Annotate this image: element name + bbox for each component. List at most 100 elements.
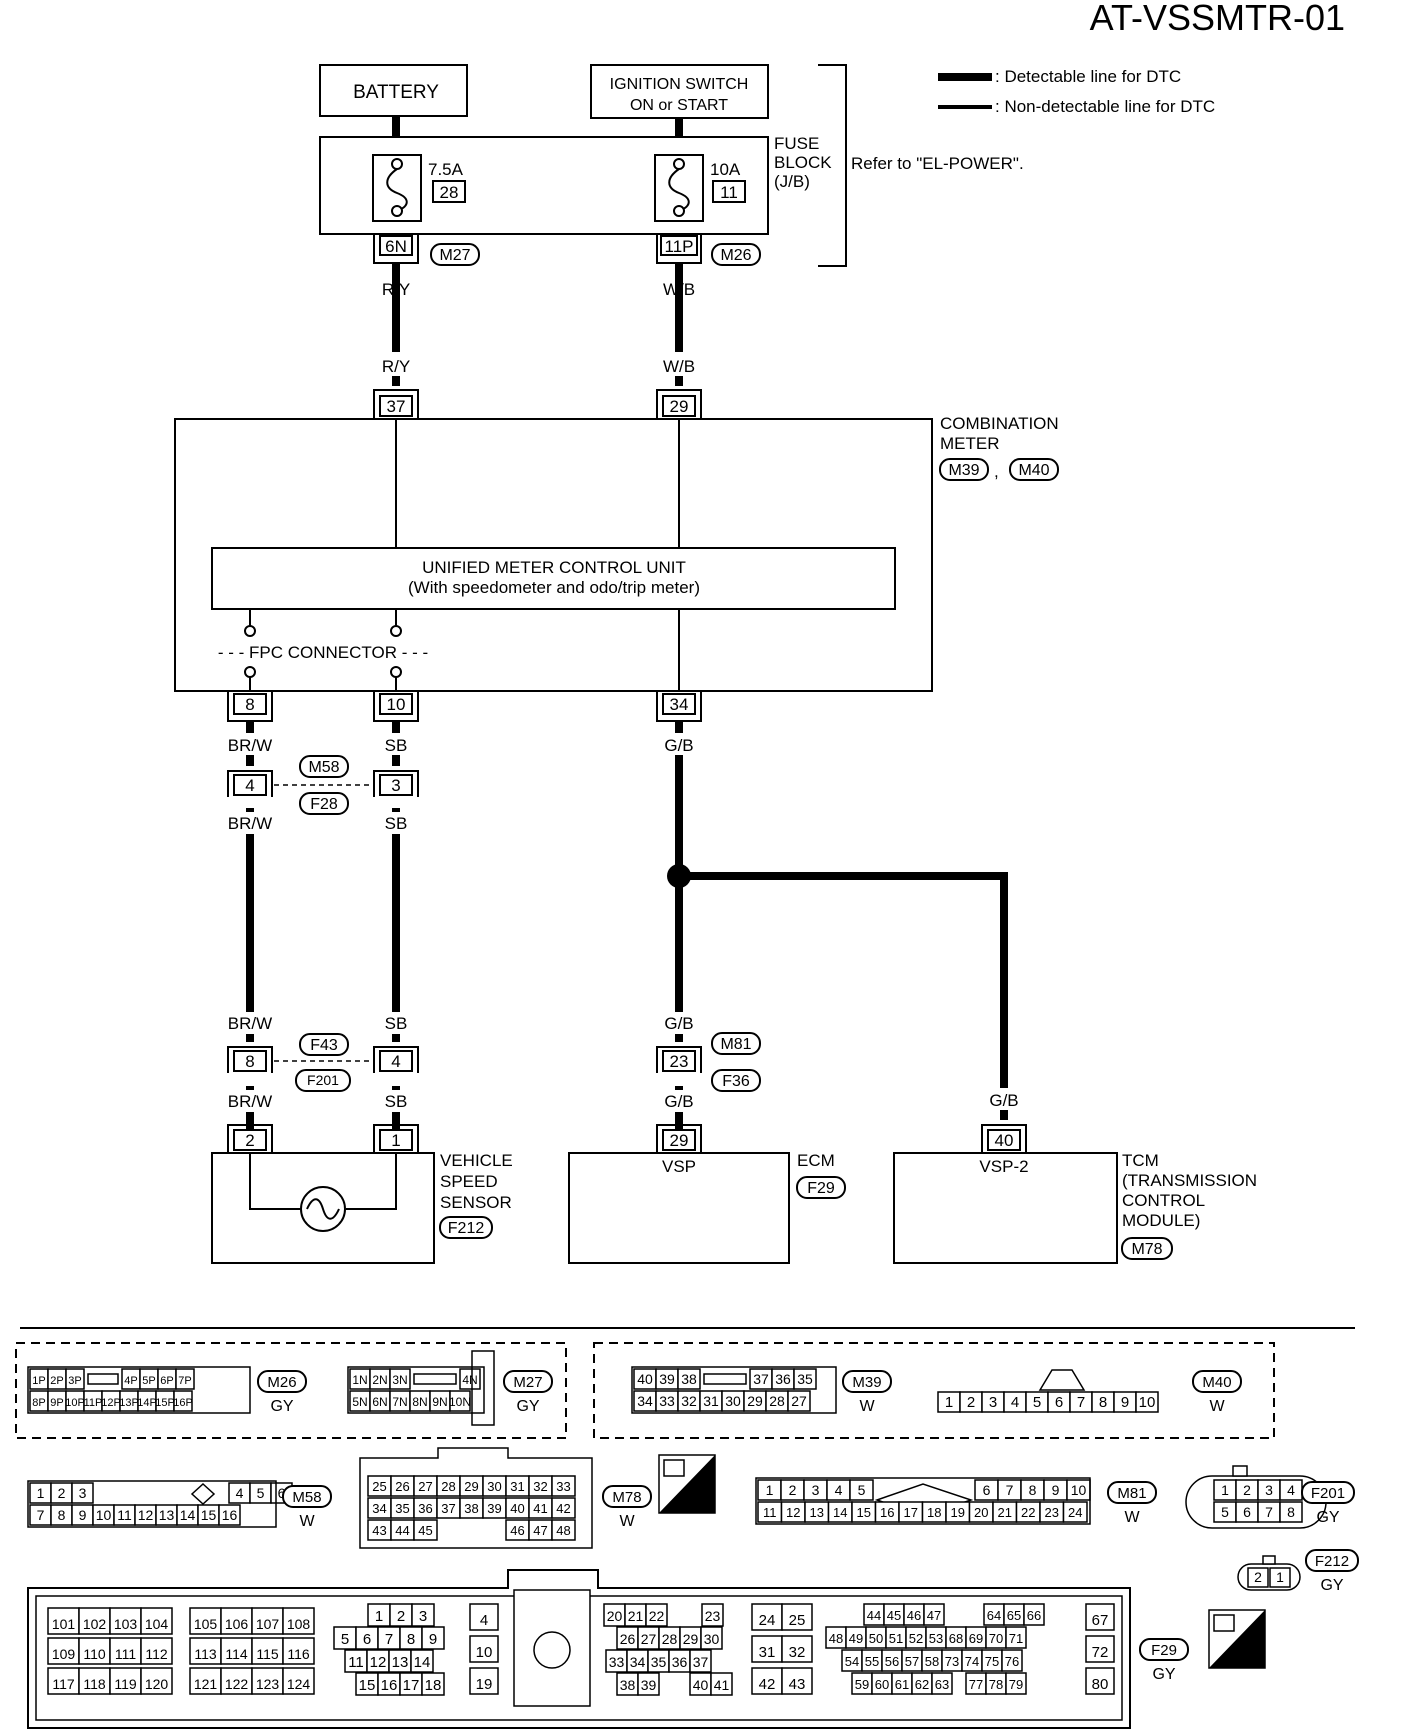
m81-24 bbox=[1062, 1501, 1088, 1523]
m27-10N-label: 10N bbox=[449, 1395, 471, 1409]
svg-text:28: 28 bbox=[440, 183, 459, 202]
m40-10-label: 10 bbox=[1139, 1394, 1156, 1411]
f212-2-label: 2 bbox=[1254, 1569, 1262, 1585]
f29-6-label: 6 bbox=[363, 1631, 371, 1648]
f29-14 bbox=[410, 1649, 434, 1673]
f29-59-label: 59 bbox=[855, 1677, 869, 1692]
m40-key bbox=[1038, 1369, 1086, 1391]
wire-sb-3: SB bbox=[385, 1014, 408, 1033]
junction-pin-4b: 4 bbox=[373, 1046, 419, 1073]
m39-29-label: 29 bbox=[747, 1393, 763, 1409]
f201-1-label: 1 bbox=[1221, 1482, 1229, 1498]
f29-110 bbox=[78, 1637, 111, 1665]
battery-box bbox=[319, 64, 468, 117]
f29-118 bbox=[78, 1667, 111, 1695]
m78-48 bbox=[551, 1519, 576, 1541]
fpc-connector-label: - - - FPC CONNECTOR - - - bbox=[218, 643, 428, 662]
m81-19-label: 19 bbox=[951, 1505, 965, 1520]
f29-53-label: 53 bbox=[929, 1631, 943, 1646]
connector-color-f201: GY bbox=[1316, 1509, 1339, 1526]
f29-64-label: 64 bbox=[987, 1608, 1001, 1623]
m78-28-label: 28 bbox=[441, 1479, 455, 1494]
f29-32-label: 32 bbox=[789, 1644, 806, 1661]
m27-6N-label: 6N bbox=[372, 1395, 387, 1409]
m78-38-label: 38 bbox=[464, 1501, 478, 1516]
m26-2P-label: 2P bbox=[50, 1375, 63, 1387]
connector-color-f29: GY bbox=[1152, 1666, 1175, 1683]
f29-117-label: 117 bbox=[52, 1676, 75, 1692]
f29-51-label: 51 bbox=[889, 1631, 903, 1646]
m27-1N-label: 1N bbox=[352, 1373, 367, 1387]
f29-121-label: 121 bbox=[194, 1676, 218, 1692]
m81-18-label: 18 bbox=[927, 1505, 941, 1520]
f29-19-label: 19 bbox=[476, 1676, 493, 1693]
f29-31 bbox=[751, 1635, 783, 1663]
connector-name-m81: M81 bbox=[1117, 1485, 1146, 1502]
connector-tag-m58: M58 bbox=[299, 755, 349, 778]
tcm-box bbox=[893, 1152, 1118, 1264]
tcm-label-2: (TRANSMISSION bbox=[1122, 1171, 1257, 1190]
m40-9-label: 9 bbox=[1121, 1394, 1129, 1411]
m27-3N-label: 3N bbox=[392, 1373, 407, 1387]
connector-tag-m27: M27 bbox=[430, 243, 480, 266]
svg-text:11P: 11P bbox=[665, 237, 694, 256]
connector-name-m40: M40 bbox=[1202, 1374, 1231, 1391]
legend-non-detectable: : Non-detectable line for DTC bbox=[995, 97, 1215, 116]
f29-45-label: 45 bbox=[887, 1608, 901, 1623]
f29-10 bbox=[469, 1635, 499, 1663]
svg-text:M81: M81 bbox=[720, 1036, 751, 1053]
svg-text:29: 29 bbox=[670, 1131, 689, 1150]
f29-47-label: 47 bbox=[927, 1608, 941, 1623]
f201-8-label: 8 bbox=[1287, 1504, 1295, 1520]
svg-text:29: 29 bbox=[670, 397, 689, 416]
f29-72-label: 72 bbox=[1092, 1644, 1109, 1661]
ignition-switch-label-1: IGNITION SWITCH bbox=[610, 76, 749, 93]
connector-tag-m40: M40 bbox=[1009, 458, 1059, 481]
f29-111-label: 111 bbox=[115, 1646, 136, 1662]
m27-housing bbox=[347, 1366, 485, 1414]
m81-5-label: 5 bbox=[858, 1482, 866, 1498]
m27-latch bbox=[471, 1350, 495, 1426]
m78-27-label: 27 bbox=[418, 1479, 432, 1494]
m26-12P-label: 12P bbox=[101, 1397, 121, 1409]
connector-tag-f201-tag: F201 bbox=[295, 1069, 351, 1092]
m26-3P-label: 3P bbox=[68, 1375, 81, 1387]
f29-housing bbox=[27, 1569, 1131, 1729]
svg-text:23: 23 bbox=[670, 1052, 689, 1071]
f29-108-label: 108 bbox=[287, 1616, 311, 1632]
m81-4-label: 4 bbox=[835, 1482, 843, 1498]
f201-4-label: 4 bbox=[1287, 1482, 1295, 1498]
m58-14-label: 14 bbox=[180, 1507, 196, 1523]
f29-66-label: 66 bbox=[1027, 1608, 1041, 1623]
connector-tag-m39: M39 bbox=[939, 458, 989, 481]
f29-79 bbox=[1005, 1672, 1027, 1695]
f29-80-label: 80 bbox=[1092, 1676, 1109, 1693]
f29-71-label: 71 bbox=[1009, 1631, 1023, 1646]
m26-6P-label: 6P bbox=[160, 1375, 173, 1387]
m58-16-label: 16 bbox=[222, 1507, 238, 1523]
svg-text:M78: M78 bbox=[1131, 1241, 1162, 1258]
connector-name-f212: F212 bbox=[1315, 1553, 1349, 1570]
tcm-pin-40: 40 bbox=[981, 1124, 1027, 1153]
f29-43-label: 43 bbox=[789, 1676, 806, 1693]
f29-43 bbox=[781, 1667, 813, 1695]
svg-text:1: 1 bbox=[391, 1131, 400, 1150]
svg-text:10: 10 bbox=[387, 695, 406, 714]
f29-113-label: 113 bbox=[194, 1646, 217, 1662]
f29-75-label: 75 bbox=[985, 1654, 999, 1669]
f29-39-label: 39 bbox=[641, 1677, 657, 1693]
f29-12-label: 12 bbox=[370, 1654, 387, 1671]
wire-gb-2: G/B bbox=[664, 1014, 693, 1033]
tcm-label-1: TCM bbox=[1122, 1151, 1159, 1170]
m26-14P-label: 14P bbox=[137, 1397, 157, 1409]
f29-37-label: 37 bbox=[693, 1654, 709, 1670]
f29-5-label: 5 bbox=[341, 1631, 349, 1648]
f29-73-label: 73 bbox=[945, 1654, 959, 1669]
f29-76 bbox=[1001, 1649, 1023, 1672]
svg-text:M27: M27 bbox=[439, 247, 470, 264]
m40-10 bbox=[1135, 1391, 1159, 1413]
svg-text:M40: M40 bbox=[1018, 462, 1049, 479]
wire-wb-top: W/B bbox=[663, 280, 695, 299]
f29-118-label: 118 bbox=[83, 1676, 106, 1692]
harness-side-label: H.S. bbox=[680, 1493, 713, 1512]
